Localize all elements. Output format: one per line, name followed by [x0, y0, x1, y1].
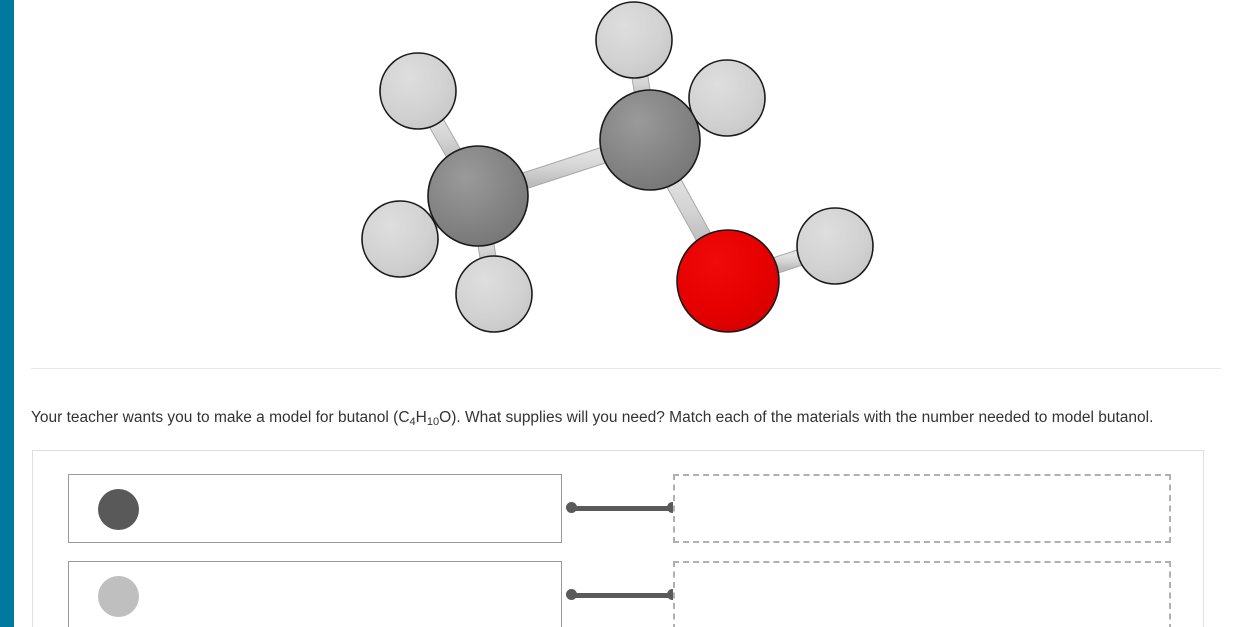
source-card-hydrogen[interactable] — [68, 561, 562, 627]
connector-bar-icon — [570, 593, 674, 598]
question-prompt-text: Your teacher wants you to make a model f… — [31, 406, 1203, 429]
oxygen-atom — [676, 229, 780, 333]
butanol-model-image — [361, 1, 874, 333]
match-connector — [566, 589, 678, 602]
match-connector — [566, 502, 678, 515]
carbon-atom — [599, 89, 701, 191]
content-divider — [31, 368, 1221, 369]
connector-end-knob-icon — [667, 589, 678, 600]
formula-carbon-symbol: C — [398, 408, 410, 426]
chemical-formula: C4H10O — [398, 408, 452, 428]
match-row — [33, 561, 1203, 627]
atom-layer — [361, 1, 874, 333]
prompt-lead-text: Your teacher wants you to make a model f… — [31, 408, 399, 426]
hydrogen-atom — [361, 200, 439, 278]
formula-hydrogen-symbol: H — [415, 408, 427, 426]
hydrogen-atom — [595, 1, 673, 79]
bond-C-O — [663, 173, 714, 248]
molecule-figure — [14, 0, 1240, 358]
formula-hydrogen-count: 10 — [426, 415, 440, 428]
bond-C-C — [515, 145, 613, 191]
hydrogen-atom-swatch-icon — [98, 576, 139, 617]
page-body: Your teacher wants you to make a model f… — [14, 0, 1240, 627]
formula-carbon-count: 4 — [409, 415, 416, 428]
formula-oxygen-symbol: O — [439, 408, 452, 426]
carbon-atom-swatch-icon — [98, 489, 139, 530]
hydrogen-atom — [796, 207, 874, 285]
hydrogen-atom — [688, 59, 766, 137]
connector-bar-icon — [570, 506, 674, 511]
hydrogen-atom — [455, 255, 533, 333]
connector-end-knob-icon — [667, 502, 678, 513]
hydrogen-atom — [379, 52, 457, 130]
match-row — [33, 474, 1203, 561]
matching-exercise-container — [32, 450, 1204, 627]
drop-zone-hydrogen[interactable] — [673, 561, 1171, 627]
left-accent-rail — [0, 0, 14, 627]
source-card-carbon[interactable] — [68, 474, 562, 543]
carbon-atom — [427, 145, 529, 247]
prompt-trail-text: ). What supplies will you need? Match ea… — [451, 408, 1154, 426]
drop-zone-carbon[interactable] — [673, 474, 1171, 543]
